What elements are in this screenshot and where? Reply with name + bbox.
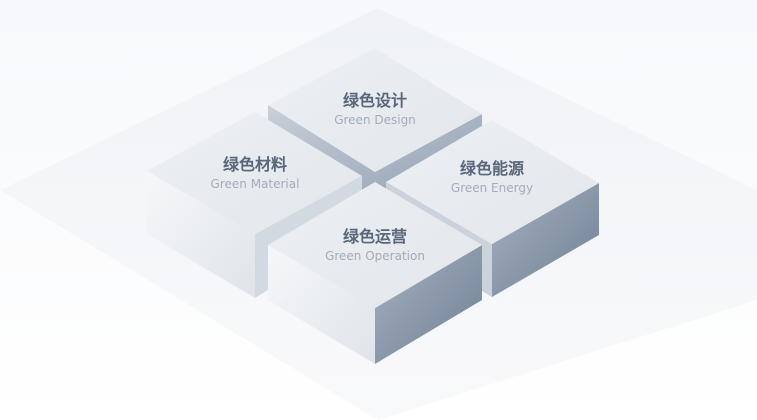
block-green-energy: 绿色能源 Green Energy xyxy=(386,120,599,297)
block-energy-top xyxy=(386,120,599,244)
block-design-title-en: Green Design xyxy=(334,113,416,127)
block-operation-right-face xyxy=(375,245,482,364)
block-energy-title-en: Green Energy xyxy=(451,181,533,195)
block-energy-left-face xyxy=(386,182,492,297)
block-operation-left-face xyxy=(268,245,375,364)
block-green-operation: 绿色运营 Green Operation xyxy=(268,182,482,364)
block-energy-right-face xyxy=(492,183,599,297)
block-material-left-face xyxy=(147,171,255,298)
block-energy-title-zh: 绿色能源 xyxy=(460,159,524,178)
block-operation-top xyxy=(268,182,482,308)
block-operation-title-zh: 绿色运营 xyxy=(343,227,407,246)
block-material-top xyxy=(147,112,362,234)
block-operation-title-en: Green Operation xyxy=(325,249,425,263)
block-material-title-en: Green Material xyxy=(211,177,300,191)
block-material-title-zh: 绿色材料 xyxy=(223,155,287,174)
block-design-title-zh: 绿色设计 xyxy=(343,91,407,110)
block-design-top xyxy=(268,48,482,172)
